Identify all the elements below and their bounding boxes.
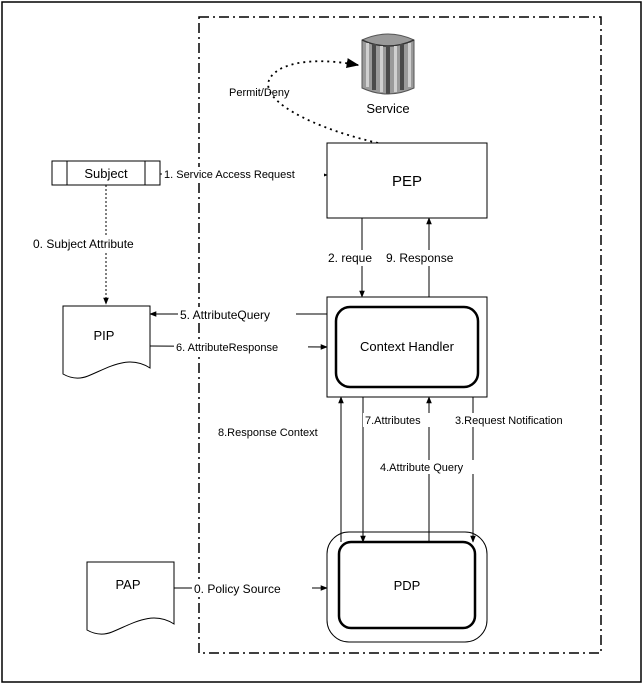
attribute-query-pip-label: 5. AttributeQuery — [180, 308, 270, 322]
attribute-response-label: 6. AttributeResponse — [176, 342, 278, 354]
service-icon — [361, 33, 415, 95]
permit-deny-arrow — [267, 58, 379, 144]
permit-deny-label: Permit/Deny — [229, 87, 290, 99]
subject-attribute-label: 0. Subject Attribute — [33, 237, 134, 251]
pep-label: PEP — [392, 173, 422, 190]
attribute-query-pdp-label: 4.Attribute Query — [380, 462, 464, 474]
response-label: 9. Response — [386, 251, 454, 265]
pdp-label: PDP — [394, 578, 421, 593]
pip-label: PIP — [94, 328, 115, 343]
context-handler-inner — [334, 305, 480, 389]
pdp-inner — [337, 540, 477, 630]
pip-document — [62, 305, 151, 379]
context-handler-label: Context Handler — [360, 339, 455, 354]
subject-box — [51, 160, 161, 186]
pap-label: PAP — [115, 577, 140, 592]
request-notification-label: 3.Request Notification — [455, 415, 563, 427]
service-access-request-label: 1. Service Access Request — [164, 169, 295, 181]
subject-label: Subject — [84, 166, 128, 181]
policy-source-label: 0. Policy Source — [194, 582, 281, 596]
pep-box — [326, 142, 488, 219]
request-label: 2. reque — [328, 251, 372, 265]
response-context-label: 8.Response Context — [218, 427, 318, 439]
system-boundary — [198, 16, 602, 654]
attributes-label: 7.Attributes — [365, 415, 421, 427]
pap-document — [86, 561, 175, 635]
service-label: Service — [366, 101, 409, 116]
